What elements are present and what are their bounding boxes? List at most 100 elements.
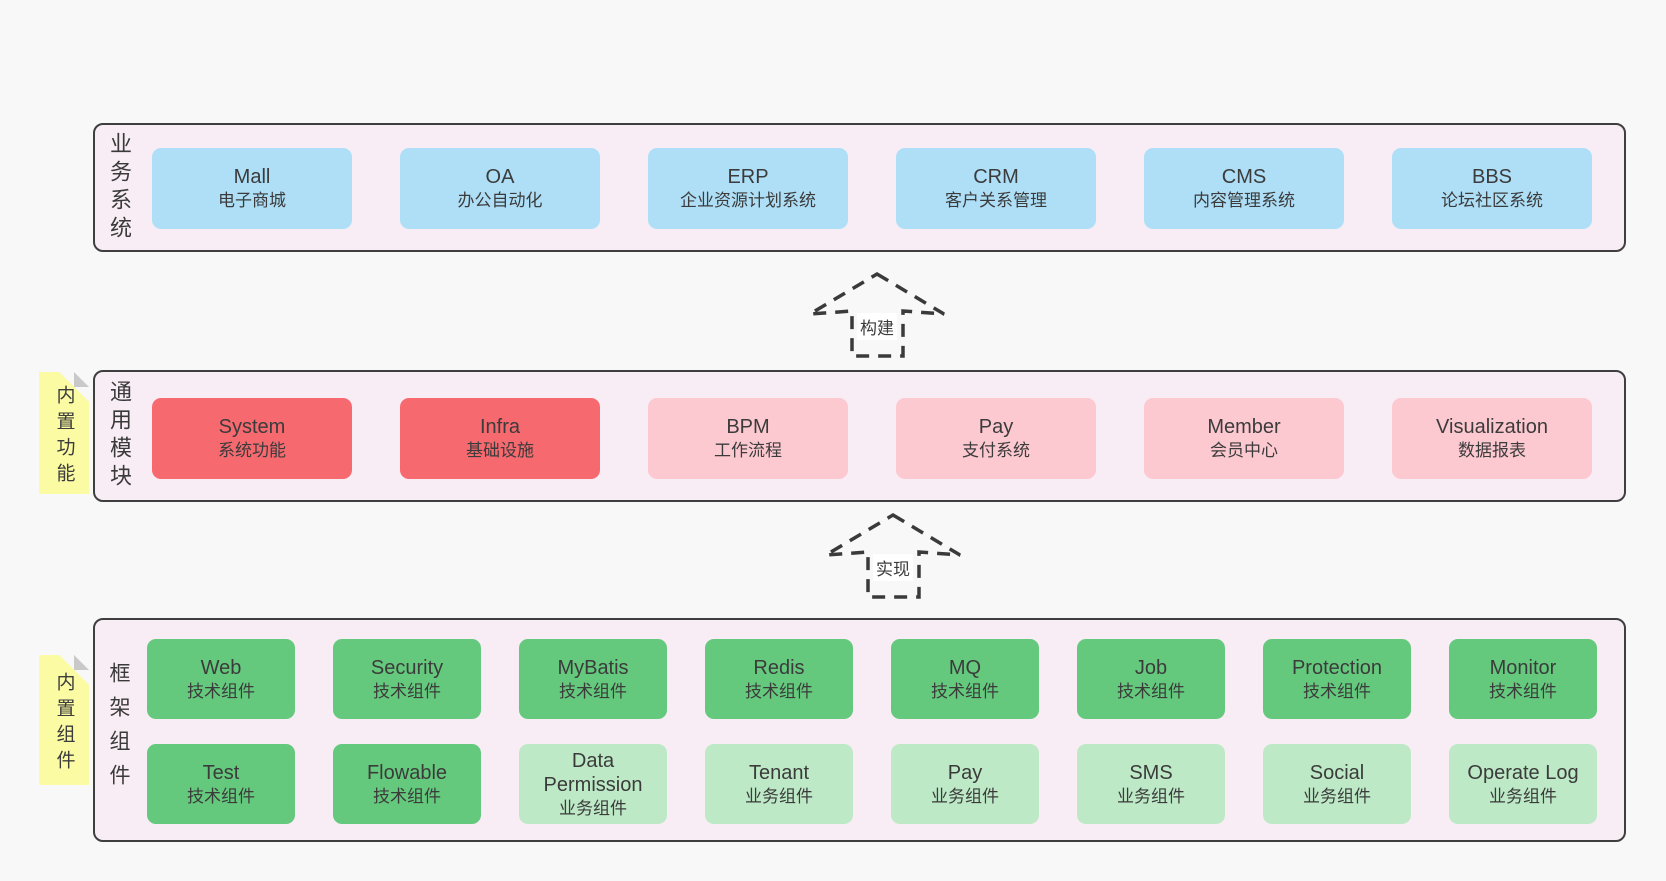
box-title: Job — [1134, 656, 1168, 679]
component-box: Web 技术组件 — [147, 639, 295, 719]
box-subtitle: 业务组件 — [1303, 786, 1371, 806]
business-box-row: Mall 电子商城 OA 办公自动化 ERP 企业资源计划系统 CRM 客户关系… — [152, 148, 1592, 229]
component-box: CMS 内容管理系统 — [1144, 148, 1344, 229]
component-box: System 系统功能 — [152, 398, 352, 479]
box-title: OA — [485, 166, 515, 188]
box-subtitle: 业务组件 — [931, 786, 999, 806]
box-subtitle: 企业资源计划系统 — [680, 191, 816, 210]
sticky-note-text: 内置功能 — [53, 384, 75, 489]
box-title: MyBatis — [557, 656, 629, 679]
component-box: Redis 技术组件 — [705, 639, 853, 719]
folded-corner-icon — [74, 372, 89, 387]
box-title: Monitor — [1489, 656, 1557, 679]
box-subtitle: 技术组件 — [559, 681, 627, 701]
box-subtitle: 技术组件 — [745, 681, 813, 701]
box-title: Redis — [753, 656, 805, 679]
box-subtitle: 技术组件 — [1117, 681, 1185, 701]
box-title: Security — [370, 656, 444, 679]
component-box: Infra 基础设施 — [400, 398, 600, 479]
component-box: Tenant 业务组件 — [705, 744, 853, 824]
box-subtitle: 技术组件 — [187, 681, 255, 701]
box-subtitle: 支付系统 — [962, 441, 1030, 460]
box-title: Web — [200, 656, 242, 679]
box-subtitle: 基础设施 — [466, 441, 534, 460]
component-box: Test 技术组件 — [147, 744, 295, 824]
layer-modules-label: 通用模块 — [107, 380, 132, 492]
component-box: BPM 工作流程 — [648, 398, 848, 479]
box-subtitle: 技术组件 — [1489, 681, 1557, 701]
component-box: Mall 电子商城 — [152, 148, 352, 229]
box-title: Visualization — [1436, 416, 1548, 438]
layer-business-label: 业务系统 — [107, 131, 132, 244]
component-box: MyBatis 技术组件 — [519, 639, 667, 719]
box-title: MQ — [948, 656, 982, 679]
arrow-build-label: 构建 — [857, 313, 897, 340]
sticky-note-builtin-features: 内置功能 — [39, 372, 89, 494]
box-title: CMS — [1221, 166, 1267, 188]
dashed-up-arrow-icon — [809, 271, 945, 358]
box-title: Infra — [479, 416, 521, 438]
modules-box-row: System 系统功能 Infra 基础设施 BPM 工作流程 Pay 支付系统… — [152, 398, 1592, 479]
box-subtitle: 技术组件 — [187, 786, 255, 806]
layer-business-systems: 业务系统 Mall 电子商城 OA 办公自动化 ERP 企业资源计划系统 CRM… — [93, 123, 1626, 252]
box-subtitle: 技术组件 — [1303, 681, 1371, 701]
box-title: ERP — [727, 166, 769, 188]
box-title: Flowable — [366, 761, 448, 784]
component-box: Member 会员中心 — [1144, 398, 1344, 479]
component-box: Flowable 技术组件 — [333, 744, 481, 824]
dashed-up-arrow-icon — [825, 512, 961, 599]
framework-box-row-1: Web 技术组件 Security 技术组件 MyBatis 技术组件 Redi… — [147, 639, 1597, 719]
box-subtitle: 数据报表 — [1458, 441, 1526, 460]
sticky-note-text: 内置组件 — [53, 671, 75, 776]
framework-box-row-2: Test 技术组件 Flowable 技术组件 Data Permission … — [147, 744, 1597, 824]
layer-framework-label: 框架组件 — [107, 662, 130, 798]
layer-framework-components: 框架组件 Web 技术组件 Security 技术组件 MyBatis 技术组件… — [93, 618, 1626, 842]
box-subtitle: 会员中心 — [1210, 441, 1278, 460]
box-subtitle: 办公自动化 — [457, 191, 543, 210]
box-title: BPM — [726, 416, 770, 438]
arrow-build: 构建 — [806, 271, 948, 359]
box-title: Data Permission — [543, 749, 643, 796]
box-subtitle: 工作流程 — [714, 441, 782, 460]
box-title: Pay — [978, 416, 1014, 438]
component-box: ERP 企业资源计划系统 — [648, 148, 848, 229]
box-title: BBS — [1471, 166, 1513, 188]
box-subtitle: 业务组件 — [1489, 786, 1557, 806]
folded-corner-icon — [74, 655, 89, 670]
component-box: OA 办公自动化 — [400, 148, 600, 229]
component-box: MQ 技术组件 — [891, 639, 1039, 719]
box-subtitle: 技术组件 — [373, 786, 441, 806]
box-subtitle: 技术组件 — [931, 681, 999, 701]
box-title: Social — [1309, 761, 1365, 784]
box-title: Operate Log — [1467, 761, 1579, 784]
component-box: CRM 客户关系管理 — [896, 148, 1096, 229]
component-box: Monitor 技术组件 — [1449, 639, 1597, 719]
box-title: Test — [202, 761, 240, 784]
box-subtitle: 内容管理系统 — [1193, 191, 1295, 210]
arrow-implement-label: 实现 — [873, 554, 913, 581]
component-box: Protection 技术组件 — [1263, 639, 1411, 719]
box-title: Mall — [233, 166, 271, 188]
component-box: BBS 论坛社区系统 — [1392, 148, 1592, 229]
box-subtitle: 系统功能 — [218, 441, 286, 460]
box-title: System — [218, 416, 286, 438]
box-subtitle: 电子商城 — [218, 191, 286, 210]
box-subtitle: 技术组件 — [373, 681, 441, 701]
box-title: Pay — [947, 761, 983, 784]
box-subtitle: 业务组件 — [1117, 786, 1185, 806]
component-box: Pay 支付系统 — [896, 398, 1096, 479]
component-box: Job 技术组件 — [1077, 639, 1225, 719]
box-title: Tenant — [748, 761, 810, 784]
component-box: Social 业务组件 — [1263, 744, 1411, 824]
component-box: SMS 业务组件 — [1077, 744, 1225, 824]
component-box: Pay 业务组件 — [891, 744, 1039, 824]
box-title: SMS — [1129, 761, 1173, 784]
box-subtitle: 客户关系管理 — [945, 191, 1047, 210]
component-box: Data Permission 业务组件 — [519, 744, 667, 824]
box-title: Member — [1207, 416, 1281, 438]
box-subtitle: 业务组件 — [745, 786, 813, 806]
component-box: Visualization 数据报表 — [1392, 398, 1592, 479]
arrow-implement: 实现 — [822, 512, 964, 600]
sticky-note-builtin-components: 内置组件 — [39, 655, 89, 785]
component-box: Security 技术组件 — [333, 639, 481, 719]
